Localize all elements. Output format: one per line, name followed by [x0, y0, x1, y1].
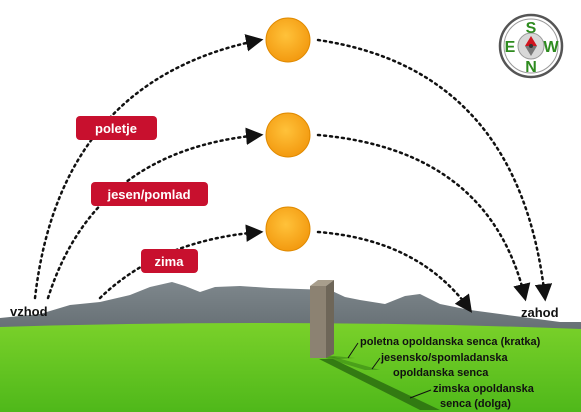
winter-shadow-caption-line1: zimska opoldanska: [433, 383, 535, 395]
winter-caption-pointer: [409, 389, 432, 399]
autumn-spring-label-text: jesen/pomlad: [106, 187, 190, 202]
winter-label-text: zima: [155, 254, 185, 269]
sunrise-label: vzhod: [10, 304, 48, 319]
equinox-caption-pointer: [371, 357, 381, 370]
compass-needle-icon: [525, 36, 537, 46]
summer-path-setting: [316, 38, 553, 302]
summer-label: poletje: [76, 116, 157, 140]
winter-sun: [265, 206, 311, 252]
equinox-path-setting: [316, 133, 531, 302]
summer-label-text: poletje: [95, 121, 137, 136]
compass-south: S: [526, 20, 537, 37]
compass-east: E: [505, 39, 516, 56]
autumn-spring-label: jesen/pomlad: [91, 182, 208, 206]
grass-field: [0, 322, 581, 412]
summer-shadow-caption: poletna opoldanska senca (kratka): [360, 336, 541, 348]
summer-shadow: [322, 356, 355, 359]
summer-sun: [265, 17, 311, 63]
winter-shadow-caption-line2: senca (dolga): [440, 398, 511, 410]
compass-rose: S N E W: [498, 13, 564, 79]
compass-west: W: [543, 39, 559, 56]
equinox-shadow: [322, 357, 380, 370]
shadow-post: [310, 280, 334, 358]
equinox-shadow-caption-line2: opoldanska senca: [393, 367, 489, 379]
winter-path-setting: [316, 230, 473, 313]
equinox-shadow-caption-line1: jesensko/spomladanska: [380, 352, 508, 364]
summer-path-rising: [33, 34, 264, 300]
summer-caption-pointer: [347, 342, 359, 359]
winter-shadow: [319, 359, 440, 410]
sunset-label: zahod: [521, 305, 559, 320]
compass-north: N: [525, 59, 537, 76]
winter-label: zima: [141, 249, 198, 273]
equinox-sun: [265, 112, 311, 158]
